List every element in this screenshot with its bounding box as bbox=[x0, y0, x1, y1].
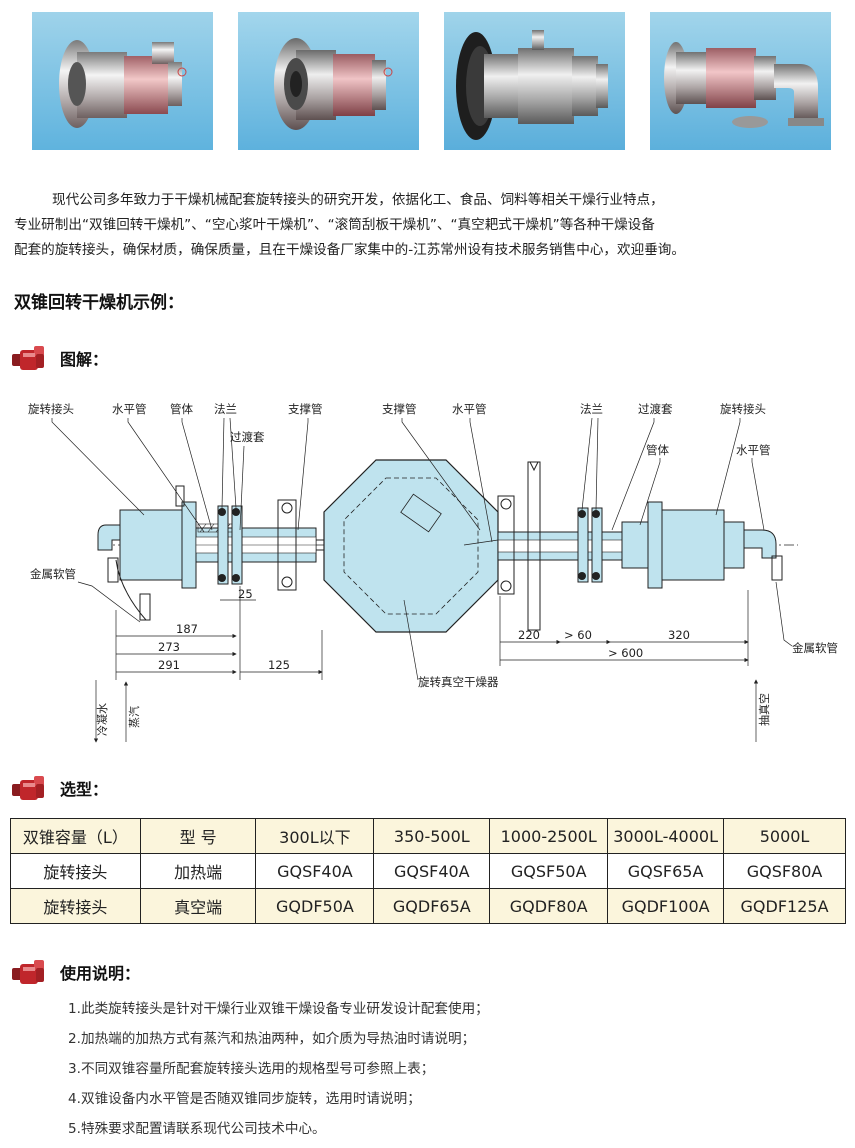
table-cell: 旋转接头 bbox=[10, 888, 141, 924]
table-cell: 真空端 bbox=[139, 888, 257, 924]
table-cell: GQDF100A bbox=[607, 888, 725, 924]
product-photo-strip bbox=[32, 12, 832, 152]
table-cell: 5000L bbox=[723, 818, 846, 854]
table-row: 双锥容量（L） 型 号 300L以下 350-500L 1000-2500L 3… bbox=[10, 818, 846, 854]
table-cell: 旋转接头 bbox=[10, 853, 141, 889]
table-cell: 加热端 bbox=[139, 853, 257, 889]
label-horizontal-pipe-right: 水平管 bbox=[736, 443, 771, 457]
selection-table: 双锥容量（L） 型 号 300L以下 350-500L 1000-2500L 3… bbox=[10, 818, 846, 924]
label-transition-left: 过渡套 bbox=[230, 430, 265, 444]
rotary-joint-photo-1 bbox=[32, 12, 213, 150]
label-support-pipe-right: 支撑管 bbox=[382, 402, 417, 416]
table-cell: GQSF65A bbox=[607, 853, 725, 889]
table-cell: GQSF40A bbox=[373, 853, 491, 889]
intro-line-1: 现代公司多年致力于干燥机械配套旋转接头的研究开发，依据化工、食品、饲料等相关干燥… bbox=[52, 192, 664, 208]
label-pipe-body-left: 管体 bbox=[170, 402, 193, 416]
rotary-joint-icon bbox=[12, 346, 44, 370]
label-flange-left: 法兰 bbox=[214, 402, 237, 416]
dim-125: 125 bbox=[268, 658, 290, 672]
table-cell: GQDF125A bbox=[723, 888, 846, 924]
intro-line-3: 配套的旋转接头，确保材质，确保质量，且在干燥设备厂家集中的-江苏常州设有技术服务… bbox=[14, 242, 685, 258]
list-item: 3.不同双锥容量所配套旋转接头选用的规格型号可参照上表； bbox=[68, 1061, 435, 1077]
label-metal-hose-left: 金属软管 bbox=[30, 567, 76, 581]
dryer-diagram: 旋转接头 水平管 管体 法兰 过渡套 支撑管 支撑管 水平管 法兰 过渡套 旋转… bbox=[8, 390, 848, 770]
label-metal-hose-right: 金属软管 bbox=[792, 641, 838, 655]
section-title: 双锥回转干燥机示例： bbox=[14, 293, 184, 313]
usage-notes: 1.此类旋转接头是针对干燥行业双锥干燥设备专业研发设计配套使用； 2.加热端的加… bbox=[68, 994, 489, 1144]
table-row: 旋转接头 真空端 GQDF50A GQDF65A GQDF80A GQDF100… bbox=[10, 888, 846, 924]
rotary-joint-photo-3 bbox=[444, 12, 625, 150]
rotary-joint-icon bbox=[12, 960, 44, 984]
rotary-joint-icon bbox=[12, 776, 44, 800]
selection-heading-label: 选型： bbox=[60, 780, 109, 799]
table-cell: GQDF80A bbox=[489, 888, 609, 924]
table-cell: 3000L-4000L bbox=[607, 818, 725, 854]
table-row: 旋转接头 加热端 GQSF40A GQSF40A GQSF50A GQSF65A… bbox=[10, 853, 846, 889]
list-item: 4.双锥设备内水平管是否随双锥同步旋转，选用时请说明； bbox=[68, 1091, 421, 1107]
table-cell: 350-500L bbox=[373, 818, 491, 854]
dim-60: > 60 bbox=[564, 628, 592, 642]
label-support-pipe-left: 支撑管 bbox=[288, 402, 323, 416]
table-cell: 双锥容量（L） bbox=[10, 818, 141, 854]
usage-heading-label: 使用说明： bbox=[60, 964, 141, 983]
table-cell: 300L以下 bbox=[255, 818, 375, 854]
label-dryer: 旋转真空干燥器 bbox=[418, 675, 499, 689]
selection-heading: 选型： bbox=[10, 772, 108, 804]
table-cell: 型 号 bbox=[139, 818, 257, 854]
rotary-joint-photo-2 bbox=[238, 12, 419, 150]
diagram-heading: 图解： bbox=[10, 342, 108, 374]
label-rotary-joint-right: 旋转接头 bbox=[720, 402, 766, 416]
label-vacuum: 抽真空 bbox=[757, 693, 771, 726]
dim-320: 320 bbox=[668, 628, 690, 642]
dim-600: > 600 bbox=[608, 646, 643, 660]
label-horizontal-pipe-left: 水平管 bbox=[112, 402, 147, 416]
table-cell: GQSF40A bbox=[255, 853, 375, 889]
intro-line-2: 专业研制出“双锥回转干燥机”、“空心浆叶干燥机”、“滚筒刮板干燥机”、“真空耙式… bbox=[14, 217, 655, 233]
table-cell: GQDF50A bbox=[255, 888, 375, 924]
dim-291: 291 bbox=[158, 658, 180, 672]
label-steam: 蒸汽 bbox=[127, 706, 141, 728]
table-cell: GQSF50A bbox=[489, 853, 609, 889]
label-flange-right: 法兰 bbox=[580, 402, 603, 416]
label-rotary-joint-left: 旋转接头 bbox=[28, 402, 74, 416]
dim-187: 187 bbox=[176, 622, 198, 636]
table-cell: GQSF80A bbox=[723, 853, 846, 889]
label-horizontal-pipe-mid: 水平管 bbox=[452, 402, 487, 416]
dim-220: 220 bbox=[518, 628, 540, 642]
list-item: 1.此类旋转接头是针对干燥行业双锥干燥设备专业研发设计配套使用； bbox=[68, 1001, 489, 1017]
diagram-heading-label: 图解： bbox=[60, 350, 109, 369]
intro-paragraph: 现代公司多年致力于干燥机械配套旋转接头的研究开发，依据化工、食品、饲料等相关干燥… bbox=[14, 188, 844, 263]
dim-273: 273 bbox=[158, 640, 180, 654]
label-condensate: 冷凝水 bbox=[95, 703, 109, 736]
label-pipe-body-right: 管体 bbox=[646, 443, 669, 457]
table-cell: GQDF65A bbox=[373, 888, 491, 924]
list-item: 2.加热端的加热方式有蒸汽和热油两种，如介质为导热油时请说明； bbox=[68, 1031, 476, 1047]
list-item: 5.特殊要求配置请联系现代公司技术中心。 bbox=[68, 1121, 326, 1137]
dim-25: 25 bbox=[238, 587, 253, 601]
rotary-joint-photo-4 bbox=[650, 12, 831, 150]
label-transition-right: 过渡套 bbox=[638, 402, 673, 416]
usage-heading: 使用说明： bbox=[10, 956, 140, 988]
table-cell: 1000-2500L bbox=[489, 818, 609, 854]
